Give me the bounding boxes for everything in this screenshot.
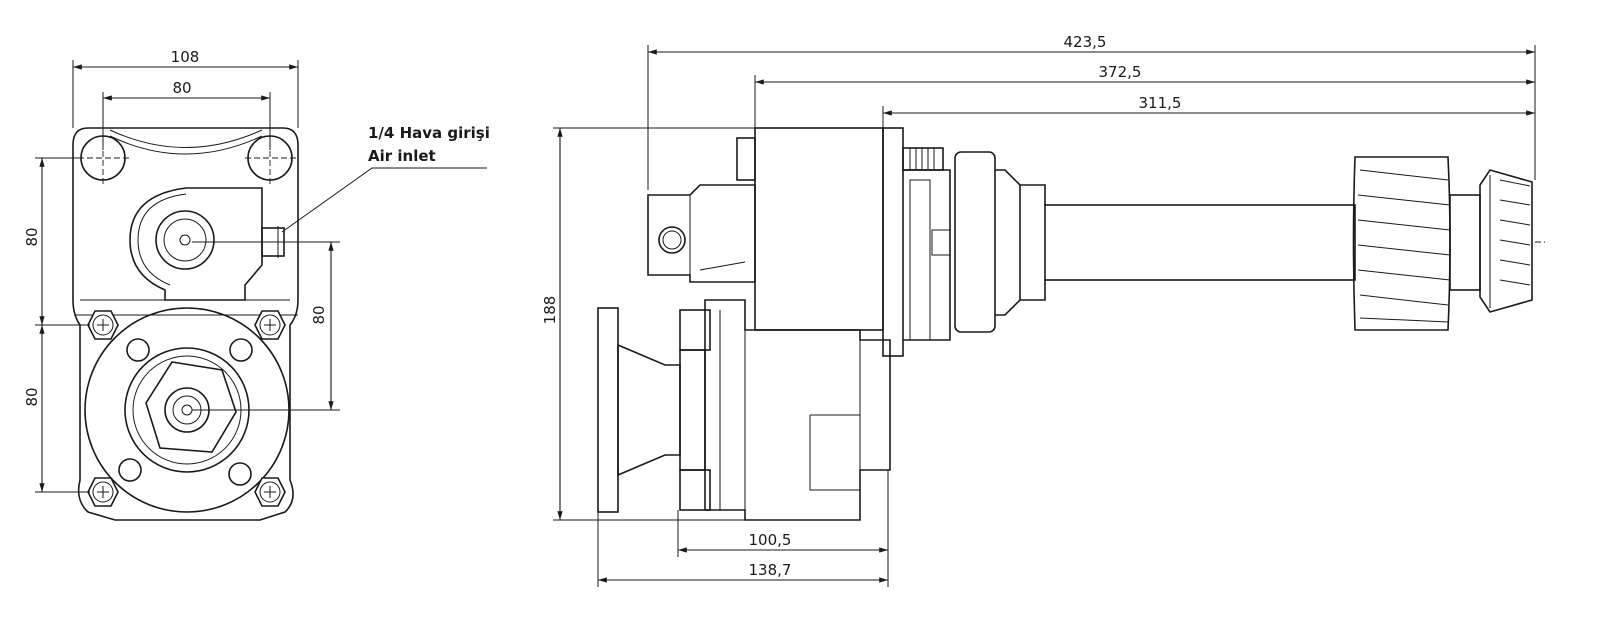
callout-line-en: Air inlet — [368, 147, 436, 165]
dim-length-3: 311,5 — [1139, 94, 1182, 112]
main-block — [754, 127, 884, 331]
dim-bolt-spacing-horizontal: 80 — [172, 79, 191, 97]
front-dimensions: 108 80 80 80 80 — [23, 48, 340, 493]
air-inlet-callout: 1/4 Hava girişi Air inlet — [281, 124, 490, 233]
pinion-gear — [1479, 169, 1533, 313]
dim-bolt-spacing-vertical-lower: 80 — [23, 387, 41, 406]
front-view: 108 80 80 80 80 1/4 Hava girişi Air inle… — [23, 48, 490, 521]
flange-bolts — [87, 310, 286, 507]
threaded-fitting — [902, 147, 944, 171]
dim-overall-width: 108 — [171, 48, 200, 66]
dim-flange-to-mount: 138,7 — [749, 561, 792, 579]
top-recess — [109, 129, 263, 148]
air-valve-head — [129, 187, 285, 301]
lower-housing — [704, 299, 891, 521]
valve-body — [647, 184, 756, 283]
mounting-flange — [75, 299, 298, 513]
dim-body-length: 100,5 — [749, 531, 792, 549]
dim-bolt-spacing-vertical-upper: 80 — [23, 227, 41, 246]
dim-height: 188 — [541, 296, 559, 325]
shaft — [1044, 204, 1356, 281]
dim-inlet-offset: 80 — [310, 305, 328, 324]
dim-length-2: 372,5 — [1099, 63, 1142, 81]
output-flange — [597, 307, 619, 513]
top-mounting-holes — [78, 133, 297, 185]
mounting-flange-side — [882, 127, 904, 357]
housing-outline — [72, 127, 299, 521]
hex-nut — [145, 361, 237, 453]
callout-line-tr: 1/4 Hava girişi — [368, 124, 490, 142]
side-dimensions: 423,5 372,5 311,5 188 100,5 138,7 — [541, 33, 1536, 587]
side-view: 423,5 372,5 311,5 188 100,5 138,7 — [541, 33, 1545, 587]
bearing-housing — [954, 151, 996, 333]
dim-overall-length: 423,5 — [1064, 33, 1107, 51]
